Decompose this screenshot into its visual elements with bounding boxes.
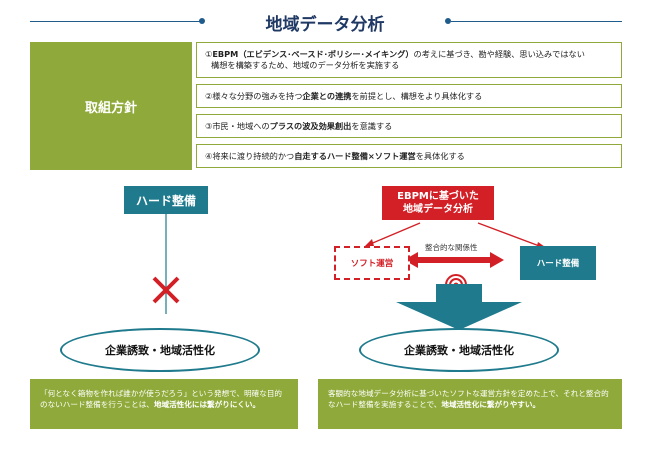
policy-item-1-line2: 構想を構築するため、地域のデータ分析を実施する	[211, 60, 400, 70]
left-hard-box: ハード整備	[124, 186, 208, 214]
ebpm-box: EBPMに基づいた 地域データ分析	[382, 186, 494, 220]
policy-heading: 取組方針	[30, 42, 192, 170]
title-rule-left	[30, 21, 200, 22]
policy-item-3-text: を意識する	[351, 120, 393, 131]
right-note-text: 客観的な地域データ分析に基づいたソフトな運営方針を定めた上で、それと整合的なハー…	[328, 389, 609, 409]
left-note: 「何となく箱物を作れば誰かが使うだろう」という発想で、明確な目的のないハード整備…	[30, 379, 298, 429]
left-note-emphasis: 地域活性化には繋がりにくい。	[153, 400, 261, 409]
arrow-to-soft-head	[364, 239, 374, 247]
left-note-text: 「何となく箱物を作れば誰かが使うだろう」という発想で、明確な目的のないハード整備…	[40, 389, 283, 409]
right-hard-box: ハード整備	[520, 246, 596, 280]
right-note-emphasis: 地域活性化に繋がりやすい。	[441, 400, 541, 409]
soft-box: ソフト運営	[334, 246, 410, 280]
policy-item-4-text: を具体化する	[415, 150, 465, 161]
policy-item-1-prefix: ①	[205, 49, 213, 59]
policy-item-2-emphasis: 企業との連携	[302, 90, 352, 101]
ebpm-line-2: 地域データ分析	[403, 204, 473, 215]
relation-label: 整合的な関係性	[425, 243, 478, 252]
right-note: 客観的な地域データ分析に基づいたソフトな運営方針を定めた上で、それと整合的なハー…	[318, 379, 622, 429]
policy-item-1-emphasis: EBPM（エビデンス･ベースド･ポリシー･メイキング）	[212, 49, 414, 59]
double-arrow-icon	[404, 252, 504, 268]
page-title: 地域データ分析	[265, 15, 385, 35]
policy-item-4: ④将来に渡り持続的かつ自走するハード整備×ソフト運営を具体化する	[196, 144, 622, 168]
title-dot-left	[199, 18, 205, 24]
policy-item-3: ③市民・地域へのプラスの波及効果創出を意識する	[196, 114, 622, 138]
ebpm-line-1: EBPMに基づいた	[397, 191, 479, 202]
title-dot-right	[445, 18, 451, 24]
right-goal-ellipse: 企業誘致・地域活性化	[359, 328, 559, 372]
arrow-to-soft	[367, 222, 421, 246]
policy-item-1-text: の考えに基づき、勘や経験、思い込みではない	[413, 49, 585, 59]
policy-item-4-emphasis: 自走するハード整備×ソフト運営	[294, 150, 416, 161]
policy-item-4-prefix: ④将来に渡り持続的かつ	[205, 150, 295, 161]
policy-item-3-emphasis: プラスの波及効果創出	[269, 120, 352, 131]
arrow-to-hard	[477, 222, 543, 248]
policy-item-3-prefix: ③市民・地域への	[205, 120, 270, 131]
left-connector	[152, 214, 180, 314]
down-arrow-icon	[396, 284, 522, 330]
left-goal-ellipse: 企業誘致・地域活性化	[60, 328, 260, 372]
title-rule-right	[451, 21, 622, 22]
policy-item-2: ②様々な分野の強みを持つ企業との連携を前提とし、構想をより具体化する	[196, 84, 622, 108]
cross-icon	[152, 276, 180, 304]
policy-item-2-text: を前提とし、構想をより具体化する	[351, 90, 483, 101]
policy-item-1: ①EBPM（エビデンス･ベースド･ポリシー･メイキング）の考えに基づき、勘や経験…	[196, 42, 622, 78]
policy-item-2-prefix: ②様々な分野の強みを持つ	[205, 90, 303, 101]
